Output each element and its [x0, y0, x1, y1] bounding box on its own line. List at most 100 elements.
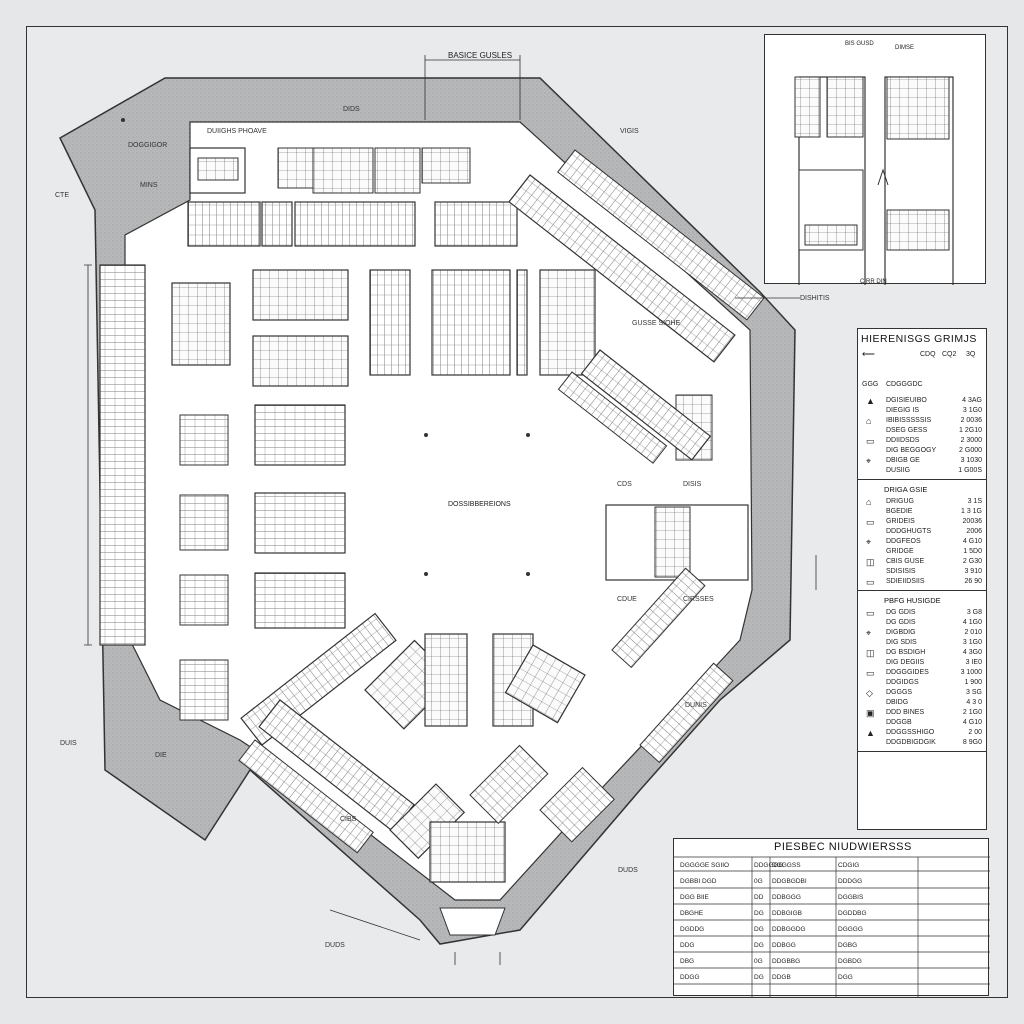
- plan-label: CTE: [55, 192, 69, 199]
- legend-title: HIERENISGS GRIMJS: [861, 333, 977, 345]
- plan-label: DIDS: [343, 106, 360, 113]
- legend-value: 3 1S: [967, 498, 982, 505]
- legend-value: 1 3 1G: [960, 508, 982, 515]
- table-cell: DBGHE: [680, 910, 704, 917]
- plan-label: DISHITIS: [800, 295, 830, 302]
- left-rooms: [171, 269, 349, 721]
- plan-label: CIRSSES: [683, 596, 714, 603]
- legend-label: DIG SDIS: [886, 639, 917, 646]
- legend-value: 1 2G10: [959, 427, 982, 434]
- legend-value: 4 3AG: [962, 397, 982, 404]
- legend-section-title: PBFG HUSIGDE: [884, 596, 941, 605]
- plan-label: DUDS: [618, 867, 638, 874]
- legend-label: GRIDGE: [886, 548, 914, 555]
- legend-label: DGISIEUIBO: [886, 397, 927, 404]
- legend-value: 2006: [966, 528, 982, 535]
- plan-label: DISIS: [683, 481, 702, 488]
- plan-label: CDS: [617, 481, 632, 488]
- table-cell: DDGBBG: [772, 958, 800, 965]
- legend-label: DDGIDGS: [886, 679, 919, 686]
- storage-rack: [431, 269, 511, 376]
- table-cell: DGBG: [838, 942, 857, 949]
- legend-label: DDGFEOS: [886, 538, 921, 545]
- arrow-icon: ⟵: [862, 349, 875, 359]
- legend-label: DDGGSSHIGO: [886, 729, 935, 736]
- center-label: DOSSIBBEREIONS: [448, 501, 511, 508]
- storage-rack: [261, 201, 293, 247]
- legend-symbol-icon: ▭: [866, 608, 875, 618]
- legend-value: 2 3000: [960, 437, 982, 444]
- table-cell: DDG: [680, 942, 694, 949]
- legend-value: 1 5D0: [963, 548, 982, 555]
- legend-value: 1 G00S: [958, 467, 982, 474]
- legend-label: DSEG GESS: [886, 427, 928, 434]
- legend-label: DUSIIG: [886, 467, 911, 474]
- dimension-lines: [84, 55, 817, 965]
- legend-value: 2 G30: [962, 558, 982, 565]
- legend-symbol-icon: ▲: [866, 396, 875, 406]
- plan-label: CDUE: [617, 596, 637, 603]
- top-rooms: [189, 147, 471, 194]
- plan-label: DOGGIGOR: [128, 142, 168, 149]
- legend-divider: [858, 751, 986, 752]
- legend-symbol-icon: ⌖: [866, 537, 872, 547]
- columns: [121, 118, 530, 576]
- legend-symbol-icon: ▣: [866, 708, 875, 718]
- legend-value: 2 00: [968, 729, 982, 736]
- legend-label: SDIEIIDSIIS: [886, 578, 925, 585]
- legend-symbol-icon: ▭: [866, 577, 875, 587]
- plan-label: CIBS: [340, 816, 357, 823]
- legend-label: DDGGGIDES: [886, 669, 929, 676]
- legend-label: DDDGHUGTS: [886, 528, 932, 535]
- legend-value: 26 90: [964, 578, 982, 585]
- plan-label: DUDS: [325, 942, 345, 949]
- legend-value: 4 1G0: [962, 619, 982, 626]
- table-cell: DDBGGG: [772, 894, 801, 901]
- legend-panel: HIERENISGS GRIMJS ⟵ CDQ CQ2 3Q GGG CDGGG…: [857, 328, 987, 830]
- legend-header-value: CDQ: [920, 351, 936, 358]
- table-cell: DGDDBG: [838, 910, 867, 917]
- legend-value: 4 3 0: [966, 699, 982, 706]
- table-cell: DDBGG: [772, 942, 796, 949]
- table-cell: DDGBGDBI: [772, 878, 807, 885]
- diagonal-racks: [238, 149, 765, 854]
- legend-symbol-icon: ⌂: [866, 497, 872, 507]
- legend-label: DRIGUG: [886, 498, 914, 505]
- table-cell: DGG: [838, 974, 853, 981]
- table-cell: DG: [754, 974, 764, 981]
- inset-label-2: DIMSE: [895, 45, 914, 51]
- legend-divider: [858, 590, 986, 591]
- storage-rack: [254, 492, 346, 554]
- legend-value: 3 IE0: [965, 659, 982, 666]
- legend-label: DIG DEGIIS: [886, 659, 925, 666]
- table-cell: DGGGG: [838, 926, 863, 933]
- table-cell: DG: [754, 910, 764, 917]
- legend-label: DDGGB: [886, 719, 912, 726]
- legend-label: DIEGIG IS: [886, 407, 920, 414]
- table-header-cell: CDGIG: [838, 862, 859, 869]
- legend-label: DG BSDIGH: [886, 649, 926, 656]
- inset-floor-plan: BIS GUSD DIMSE CIRR DIN: [764, 34, 986, 285]
- legend-label: SDISISIS: [886, 568, 916, 575]
- table-cell: DG: [754, 926, 764, 933]
- storage-rack: [369, 269, 411, 376]
- legend-symbol-icon: ▭: [866, 668, 875, 678]
- legend-subheader-item: GGG: [862, 381, 879, 388]
- storage-rack: [294, 201, 416, 247]
- legend-value: 3 1000: [960, 669, 982, 676]
- plan-label: DUIS: [60, 740, 77, 747]
- legend-value: 2 0036: [960, 417, 982, 424]
- legend-label: DBIGB GE: [886, 457, 920, 464]
- legend-label: DDD BINES: [886, 709, 925, 716]
- plan-label: GUSSE SIOHE: [632, 320, 681, 327]
- plan-label: DUIIGHS PHOAVE: [207, 128, 267, 135]
- table-cell: DBG: [680, 958, 694, 965]
- legend-value: 20036: [962, 518, 982, 525]
- legend-value: 4 G10: [962, 719, 982, 726]
- legend-header-value: 3Q: [966, 351, 976, 358]
- legend-label: DIG BEGGOGY: [886, 447, 937, 454]
- legend-label: DBIDG: [886, 699, 909, 706]
